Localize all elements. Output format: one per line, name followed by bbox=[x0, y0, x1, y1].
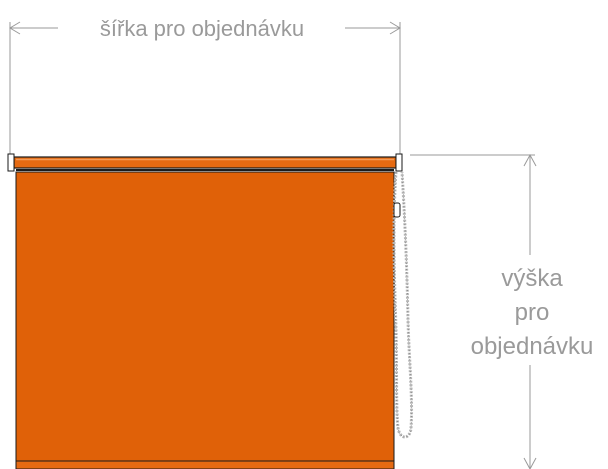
control-chain bbox=[392, 171, 414, 439]
height-label-line-1: výška bbox=[501, 265, 563, 292]
width-arrow-right-icon bbox=[389, 21, 401, 35]
blind-fabric bbox=[15, 171, 395, 469]
roller-blind bbox=[7, 153, 403, 469]
roller-tube bbox=[13, 156, 397, 169]
height-label-line-2: pro bbox=[515, 299, 550, 326]
bracket-right bbox=[395, 153, 403, 172]
height-arrow-top-icon bbox=[523, 153, 537, 167]
width-arrow-left-icon bbox=[9, 21, 21, 35]
blind-bottom-rail bbox=[15, 460, 395, 469]
height-label-line-3: objednávku bbox=[471, 333, 594, 360]
height-dimension: výška pro objednávku bbox=[410, 153, 594, 469]
width-label: šířka pro objednávku bbox=[100, 16, 304, 41]
width-dimension: šířka pro objednávku bbox=[9, 16, 401, 155]
chain-weight bbox=[393, 202, 401, 218]
chain-loop bbox=[392, 171, 414, 439]
height-arrow-bottom-icon bbox=[523, 457, 537, 469]
bracket-left bbox=[7, 153, 15, 172]
